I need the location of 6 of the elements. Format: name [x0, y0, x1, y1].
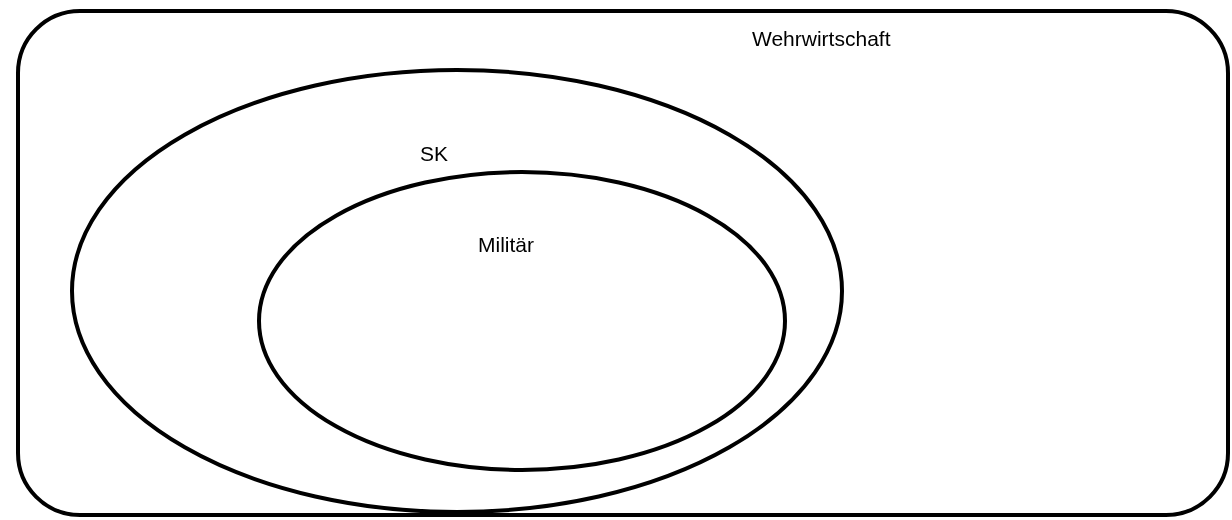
rounded-region [16, 9, 1230, 517]
ellipse-region [70, 68, 844, 514]
region-label: SK [420, 143, 448, 164]
ellipse-region [257, 170, 787, 472]
region-label: Wehrwirtschaft [752, 28, 891, 49]
region-label: Militär [478, 234, 534, 255]
